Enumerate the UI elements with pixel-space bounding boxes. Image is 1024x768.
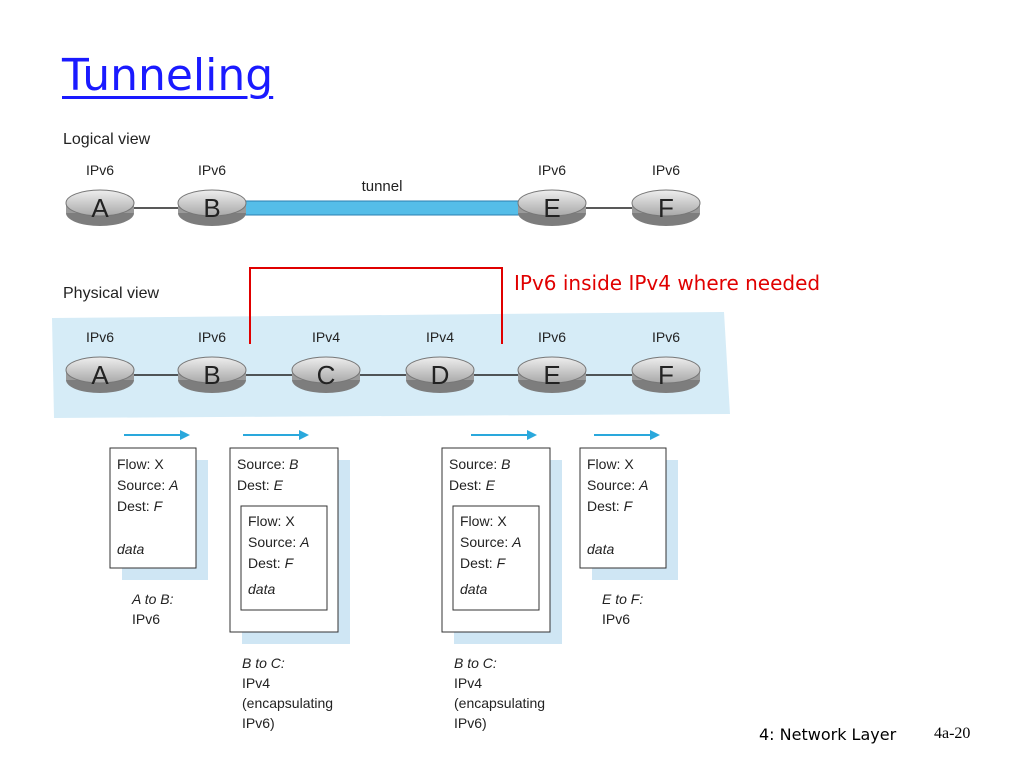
packet-caption-line: IPv6) (242, 715, 275, 731)
header-field: Source: A (117, 477, 178, 493)
router-c: C (291, 356, 361, 393)
router-top (177, 189, 247, 217)
protocol-label: IPv6 (652, 329, 680, 345)
router-letter: D (431, 360, 450, 390)
packets: Flow: X Source: A Dest: F data A to B: IPv6 So… (109, 430, 678, 731)
protocol-label: IPv6 (198, 162, 226, 178)
packet-caption-line: IPv4 (242, 675, 270, 691)
footer-slide-number: 4a-20 (934, 725, 971, 742)
header-field: Dest: F (587, 498, 634, 514)
header-field: Dest: E (449, 477, 496, 493)
router-e: E (517, 356, 587, 393)
tunnel-pipe (239, 200, 525, 216)
router-top (65, 356, 135, 384)
arrow-head (527, 430, 537, 440)
header-field: Source: B (237, 456, 298, 472)
tunnel-bracket (249, 267, 503, 344)
packet-box (109, 447, 197, 569)
header-field: Source: A (460, 534, 521, 550)
packet-caption-line: B to C: (454, 655, 497, 671)
protocol-label: IPv6 (538, 162, 566, 178)
header-field: Flow: X (248, 513, 295, 529)
protocol-label: IPv4 (426, 329, 454, 345)
router-letter: B (203, 193, 220, 223)
header-field: Dest: F (248, 555, 295, 571)
router-b: B (177, 189, 247, 226)
router-e: E (517, 189, 587, 226)
header-field: Flow: X (460, 513, 507, 529)
logical-view-heading: Logical view (63, 131, 151, 148)
protocol-label: IPv4 (312, 329, 340, 345)
slide-title: Tunneling (62, 50, 274, 101)
router-a: A (65, 189, 135, 226)
router-b: B (177, 356, 247, 393)
protocol-label: IPv6 (86, 329, 114, 345)
packet-caption-line: (encapsulating (242, 695, 333, 711)
inner-ipv6-packet (240, 505, 328, 611)
packet-caption-line: B to C: (242, 655, 285, 671)
router-letter: E (543, 193, 560, 223)
protocol-label: IPv6 (198, 329, 226, 345)
packet-caption-line: IPv4 (454, 675, 482, 691)
packet-caption-line: E to F: (602, 591, 643, 607)
router-letter: A (91, 360, 109, 390)
router-top (177, 356, 247, 384)
router-top (517, 189, 587, 217)
packet-4: Flow: X Source: A Dest: F data E to F: IPv6 (579, 430, 678, 627)
router-letter: A (91, 193, 109, 223)
router-letter: F (658, 360, 674, 390)
payload-data: data (248, 581, 275, 597)
protocol-label: IPv6 (652, 162, 680, 178)
router-letter: F (658, 193, 674, 223)
packet-caption-line: IPv6 (132, 611, 160, 627)
packet-caption-line: IPv6) (454, 715, 487, 731)
packet-caption-line: A to B: (131, 591, 174, 607)
router-letter: E (543, 360, 560, 390)
header-field: Source: B (449, 456, 510, 472)
arrow-head (299, 430, 309, 440)
packet-caption-line: IPv6 (602, 611, 630, 627)
router-d: D (405, 356, 475, 393)
arrow-head (650, 430, 660, 440)
header-field: Source: A (248, 534, 309, 550)
router-letter: B (203, 360, 220, 390)
router-a: A (65, 356, 135, 393)
physical-view-heading: Physical view (63, 285, 159, 302)
protocol-label: IPv6 (86, 162, 114, 178)
packet-3: Source: B Dest: E Flow: X Source: A Dest: F d… (441, 430, 562, 731)
packet-caption-line: (encapsulating (454, 695, 545, 711)
packet-box (579, 447, 667, 569)
payload-data: data (587, 541, 614, 557)
router-top (65, 189, 135, 217)
header-field: Dest: E (237, 477, 284, 493)
arrow-head (180, 430, 190, 440)
callout-text: IPv6 inside IPv4 where needed (514, 271, 820, 295)
router-top (631, 356, 701, 384)
tunnel-label: tunnel (362, 178, 403, 195)
header-field: Source: A (587, 477, 648, 493)
packet-2: Source: B Dest: E Flow: X Source: A Dest: F d… (229, 430, 350, 731)
router-top (291, 356, 361, 384)
router-letter: C (317, 360, 336, 390)
header-field: Flow: X (117, 456, 164, 472)
packet-1: Flow: X Source: A Dest: F data A to B: IPv6 (109, 430, 208, 627)
footer-chapter: 4: Network Layer (759, 725, 897, 744)
physical-view-background (52, 312, 730, 418)
header-field: Dest: F (460, 555, 507, 571)
header-field: Flow: X (587, 456, 634, 472)
router-top (631, 189, 701, 217)
protocol-label: IPv6 (538, 329, 566, 345)
payload-data: data (117, 541, 144, 557)
payload-data: data (460, 581, 487, 597)
inner-ipv6-packet (452, 505, 540, 611)
router-f: F (631, 356, 701, 393)
router-top (517, 356, 587, 384)
router-top (405, 356, 475, 384)
router-f: F (631, 189, 701, 226)
header-field: Dest: F (117, 498, 164, 514)
